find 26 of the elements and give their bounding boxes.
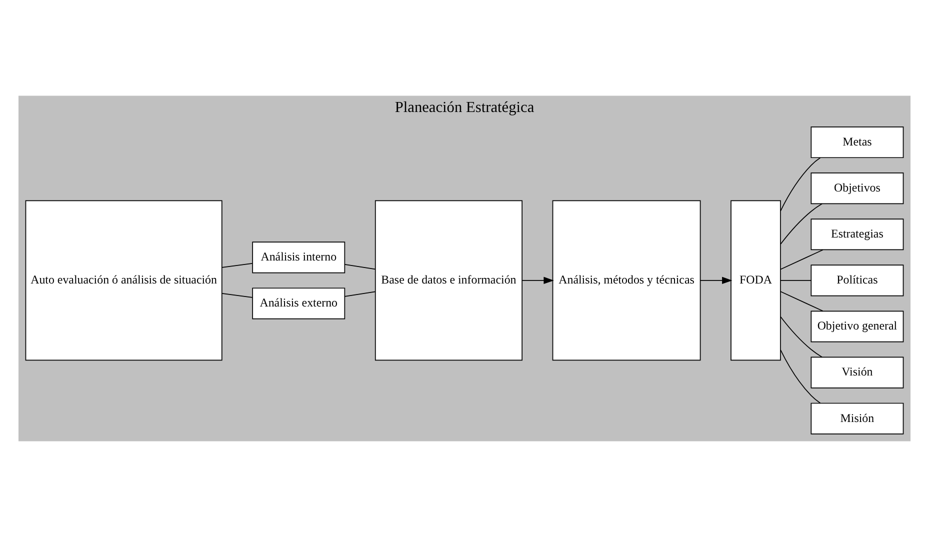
connector [780,157,821,212]
node-box: Análisis interno [252,242,346,274]
connector [344,264,376,270]
node-box: Objetivos [810,172,904,204]
node-box: Base de datos e información [374,200,522,361]
node-box: Auto evaluación ó análisis de situación [25,200,222,361]
arrow [522,276,554,284]
arrow [700,276,732,284]
node-box: Análisis externo [252,288,346,320]
connector [780,291,824,312]
connector [780,316,822,358]
connector [222,292,253,298]
node-box: Estrategias [810,218,904,250]
node-box: Visión [810,356,904,388]
connector [344,291,376,297]
connector [780,280,812,281]
node-box: Misión [810,402,904,434]
connector [222,263,253,268]
node-box: FODA [730,200,781,361]
connector [780,249,824,270]
connector [780,203,822,245]
node-box: Metas [810,126,904,158]
connector [780,350,821,404]
node-box: Políticas [810,264,904,296]
node-box: Análisis, métodos y técnicas [552,200,701,361]
node-box: Objetivo general [810,310,904,342]
